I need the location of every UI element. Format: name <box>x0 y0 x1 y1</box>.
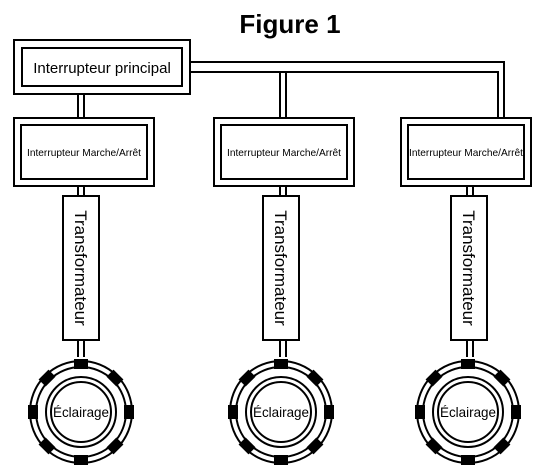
branch-wires <box>77 186 85 357</box>
on-off-switch-label: Interrupteur Marche/Arrêt <box>409 147 523 159</box>
branch-wires <box>279 186 287 357</box>
on-off-switch: Interrupteur Marche/Arrêt <box>13 117 155 187</box>
branch-1: Interrupteur Marche/Arrêt Transformateur… <box>13 117 155 465</box>
on-off-switch: Interrupteur Marche/Arrêt <box>213 117 355 187</box>
light-fixture: Éclairage <box>28 359 134 465</box>
transformer: Transformateur <box>450 195 488 341</box>
light-label: Éclairage <box>53 404 109 420</box>
light-label: Éclairage <box>253 404 309 420</box>
figure-title: Figure 1 <box>239 9 340 39</box>
branch-wires <box>466 186 474 357</box>
on-off-switch-label: Interrupteur Marche/Arrêt <box>27 147 141 159</box>
branch-3: Interrupteur Marche/Arrêt Transformateur… <box>400 117 532 465</box>
transformer-label: Transformateur <box>271 210 290 326</box>
branch-2: Interrupteur Marche/Arrêt Transformateur… <box>213 117 355 465</box>
on-off-switch-label: Interrupteur Marche/Arrêt <box>227 147 341 159</box>
transformer-label: Transformateur <box>71 210 90 326</box>
light-fixture: Éclairage <box>415 359 521 465</box>
main-switch-label: Interrupteur principal <box>33 60 171 77</box>
transformer-label: Transformateur <box>459 210 478 326</box>
light-fixture: Éclairage <box>228 359 334 465</box>
light-label: Éclairage <box>440 404 496 420</box>
transformer: Transformateur <box>62 195 100 341</box>
transformer: Transformateur <box>262 195 300 341</box>
main-switch: Interrupteur principal <box>13 39 191 95</box>
on-off-switch: Interrupteur Marche/Arrêt <box>400 117 532 187</box>
